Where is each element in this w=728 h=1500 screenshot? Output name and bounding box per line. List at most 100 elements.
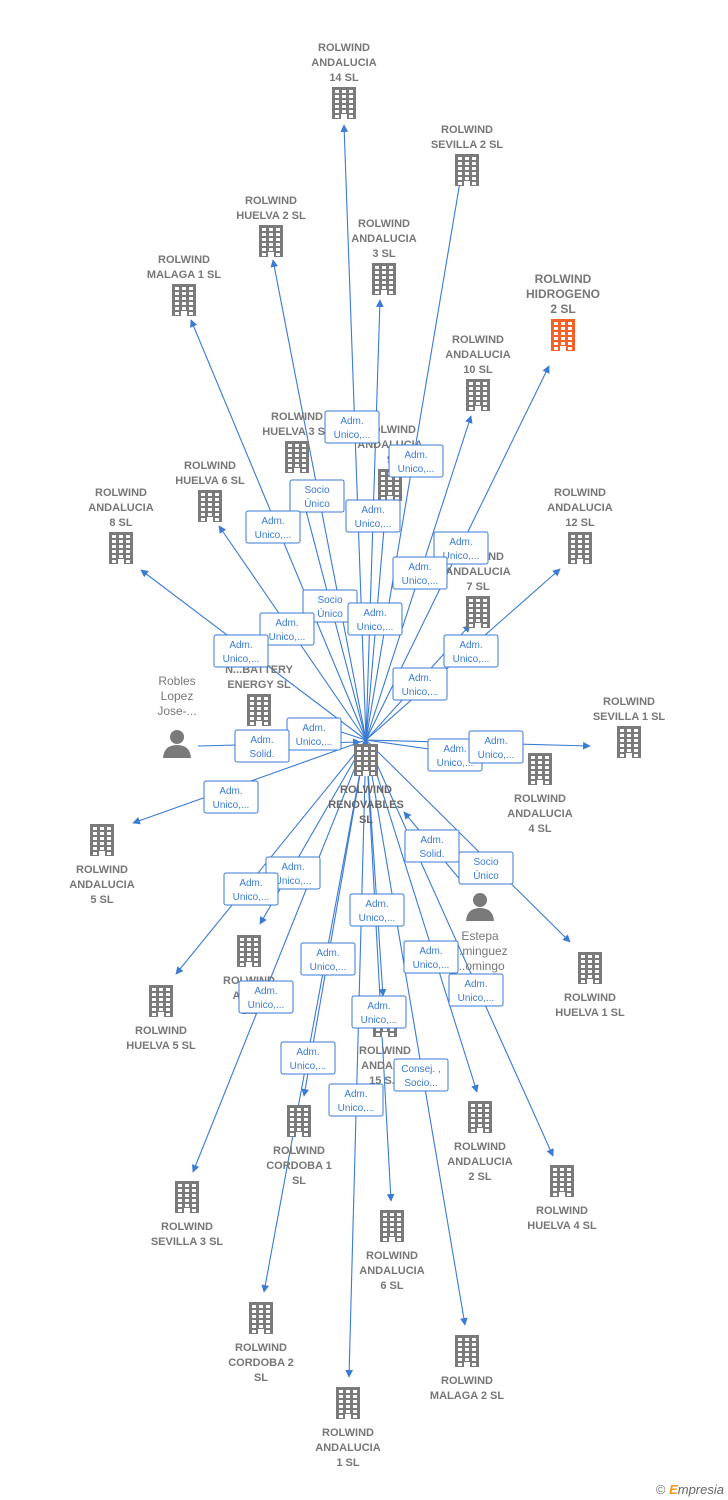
edge-label-line: Adm.: [302, 723, 325, 734]
edge-label-renovables[interactable]: Adm.Solid.: [404, 829, 460, 863]
edge-label-line: Adm.: [229, 640, 252, 651]
edge-label-hue4[interactable]: Adm.Unico,...: [403, 940, 459, 974]
edge-label-and3[interactable]: Adm.Unico,...: [345, 499, 401, 533]
edge-label-and12[interactable]: Adm.Unico,...: [443, 634, 499, 668]
edge-label-and6[interactable]: Consej. ,Socio...: [393, 1058, 449, 1092]
edge-label-mal1[interactable]: Adm.Unico,...: [245, 510, 301, 544]
edge-label-and8[interactable]: Adm. Unico,...: [213, 634, 269, 668]
node-label-line: ANDALUCIA: [447, 1156, 512, 1168]
edge-label-and4[interactable]: Adm.Unico,...: [468, 730, 524, 764]
building-icon: [468, 1101, 492, 1133]
building-icon: [528, 753, 552, 785]
edge-renovables-and2: [365, 739, 479, 1093]
edge-label-line: Adm.: [408, 562, 431, 573]
building-icon: [175, 1181, 199, 1213]
node-label-line: 10 SL: [463, 364, 493, 376]
person-node-estepa[interactable]: Estepa...minguez...omingo: [452, 929, 507, 973]
node-label-line: ROLWIND: [161, 1221, 213, 1233]
edge-label-hue5[interactable]: Adm.Unico,...: [223, 872, 279, 906]
edge-label-renovables[interactable]: Adm.Solid.: [234, 729, 290, 763]
edge-label-hidro[interactable]: Adm.Unico,...: [433, 531, 489, 565]
building-icon: [109, 532, 133, 564]
edge-label-line: Unico,...: [478, 750, 515, 761]
building-icon: [466, 596, 490, 628]
building-icon: [90, 824, 114, 856]
edge-label-and15[interactable]: Adm.Unico,...: [349, 893, 405, 927]
edge-label-hue6[interactable]: Adm.Unico,...: [259, 612, 315, 646]
node-label-line: ROLWIND: [554, 487, 606, 499]
node-label-line: ROLWIND: [235, 1342, 287, 1354]
node-label-line: 14 SL: [329, 72, 359, 84]
building-icon: [249, 1302, 273, 1334]
edge-label-line: Unico,...: [402, 687, 439, 698]
building-icon: [551, 319, 575, 351]
edge-label-line: Adm.: [420, 835, 443, 846]
edge-label-line: Unico,...: [223, 654, 260, 665]
edge-label-and5[interactable]: Adm.Unico,...: [203, 780, 259, 814]
building-icon: [455, 1335, 479, 1367]
edge-label-line: Adm.: [419, 946, 442, 957]
edge-label-line: Unico,...: [213, 800, 250, 811]
edge-label-line: Unico,...: [453, 654, 490, 665]
edge-label-and2[interactable]: Adm.Unico,...: [448, 973, 504, 1007]
edge-label-and9[interactable]: Adm.Unico,...: [347, 602, 403, 636]
node-label-line: RENOVABLES: [328, 799, 404, 811]
building-icon: [550, 1165, 574, 1197]
node-label-line: ROLWIND: [366, 1250, 418, 1262]
node-label-line: ANDALUCIA: [351, 233, 416, 245]
edge-label-cor1[interactable]: Adm.Unico,...: [300, 942, 356, 976]
edge-label-and14[interactable]: Adm.Unico,...: [324, 410, 380, 444]
person-label-line: ...omingo: [455, 959, 505, 973]
person-node-robles[interactable]: RoblesLopezJose-...: [157, 674, 196, 718]
edge-label-line: Unico,...: [296, 737, 333, 748]
edge-label-battery[interactable]: Adm. Unico,...: [286, 717, 342, 751]
edge-label-line: Unico,...: [357, 622, 394, 633]
node-label-line: HUELVA 5 SL: [126, 1040, 196, 1052]
node-label-line: ANDALUCIA: [311, 57, 376, 69]
edge-label-cor2[interactable]: Adm.Unico,...: [280, 1041, 336, 1075]
edge-label-sev3[interactable]: Adm.Unico,...: [238, 980, 294, 1014]
node-label-line: 7 SL: [466, 581, 490, 593]
node-label-line: 2 SL: [550, 302, 575, 316]
edge-label-and1[interactable]: Adm.Unico,...: [328, 1083, 384, 1117]
node-label-line: ANDALUCIA: [88, 502, 153, 514]
edge-label-and7[interactable]: Adm.Unico,...: [392, 667, 448, 701]
edge-label-line: Único: [317, 607, 343, 620]
edge-label-line: Adm.: [261, 516, 284, 527]
node-label-line: HUELVA 4 SL: [527, 1220, 597, 1232]
edge-label-and10[interactable]: Adm.Unico,...: [392, 556, 448, 590]
node-label-line: 6 SL: [380, 1280, 404, 1292]
edge-label-sev2[interactable]: Adm.Unico,...: [388, 444, 444, 478]
edge-label-mal2[interactable]: Adm.Unico,...: [351, 995, 407, 1029]
copyright-symbol: ©: [655, 1482, 666, 1497]
